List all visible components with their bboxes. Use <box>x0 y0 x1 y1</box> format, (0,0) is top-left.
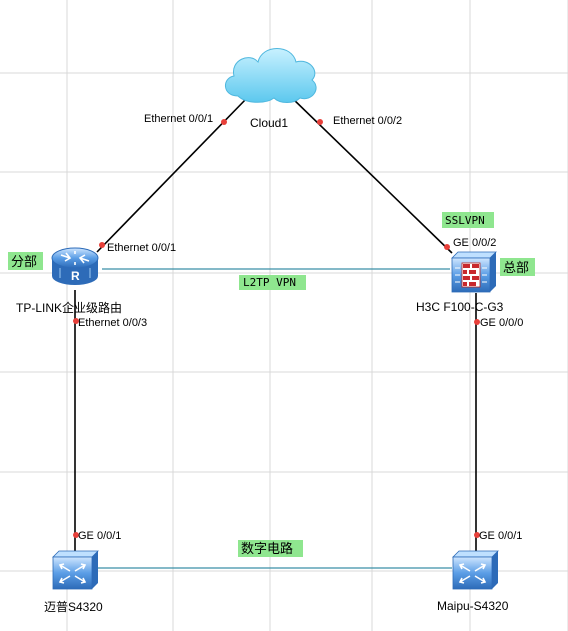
firewall-icon[interactable] <box>451 251 497 293</box>
port-dot-cloud-right <box>317 119 323 125</box>
svg-text:R: R <box>71 269 80 283</box>
svg-text:SSLVPN: SSLVPN <box>445 214 485 227</box>
svg-text:分部: 分部 <box>11 255 37 270</box>
port-label-firewall-up: GE 0/0/2 <box>453 237 496 249</box>
switch-icon[interactable] <box>452 550 499 590</box>
svg-text:L2TP VPN: L2TP VPN <box>243 276 296 289</box>
device-name-firewall: H3C F100-C-G3 <box>416 300 504 314</box>
tag-l2tp-vpn: L2TP VPN <box>239 275 306 290</box>
device-name-switch-left: 迈普S4320 <box>44 600 103 614</box>
tag-hq: 总部 <box>500 258 535 276</box>
port-label-router-down: Ethernet 0/0/3 <box>78 317 147 329</box>
tag-branch: 分部 <box>8 252 43 270</box>
port-dot-switch-left-up <box>73 532 79 538</box>
device-name-switch-right: Maipu-S4320 <box>437 599 509 613</box>
port-dot-router-down <box>73 318 79 324</box>
port-dot-firewall-up <box>444 244 450 250</box>
port-label-cloud-right: Ethernet 0/0/2 <box>333 115 402 127</box>
device-name-router: TP-LINK企业级路由 <box>16 300 122 315</box>
svg-text:数字电路: 数字电路 <box>241 541 293 557</box>
port-label-switch-left-up: GE 0/0/1 <box>78 530 121 542</box>
port-dot-switch-right-up <box>474 532 480 538</box>
device-name-cloud: Cloud1 <box>250 116 288 130</box>
port-dots <box>73 119 480 538</box>
router-icon[interactable]: R <box>51 247 99 285</box>
port-label-switch-right-up: GE 0/0/1 <box>479 530 522 542</box>
port-dot-router-up <box>99 242 105 248</box>
port-dot-cloud-left <box>221 119 227 125</box>
tag-sslvpn: SSLVPN <box>442 212 494 228</box>
switch-icon[interactable] <box>52 550 99 590</box>
cloud-icon[interactable] <box>225 48 317 103</box>
port-label-router-up: Ethernet 0/0/1 <box>107 242 176 254</box>
port-dot-firewall-down <box>474 319 480 325</box>
port-label-firewall-down: GE 0/0/0 <box>480 317 523 329</box>
port-label-cloud-left: Ethernet 0/0/1 <box>144 113 213 125</box>
links <box>74 95 477 569</box>
tag-digital-circuit: 数字电路 <box>238 540 303 557</box>
svg-text:总部: 总部 <box>503 261 529 276</box>
link-cloud-firewall <box>289 95 453 254</box>
